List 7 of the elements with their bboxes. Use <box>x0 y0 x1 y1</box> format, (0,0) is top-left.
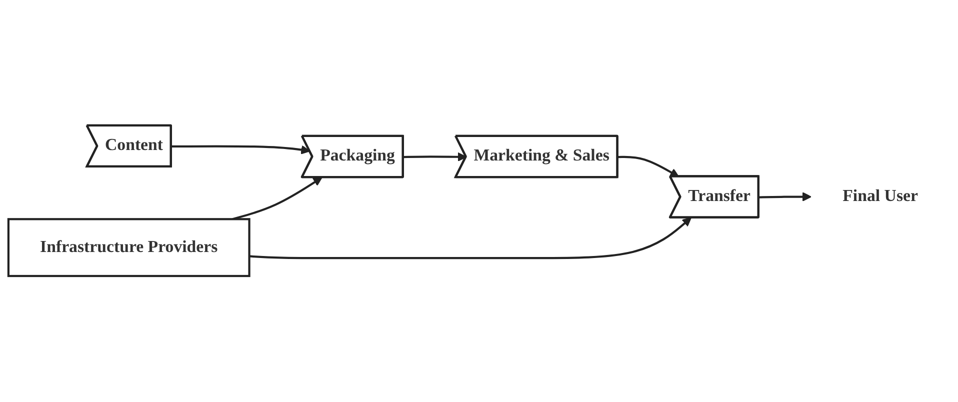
arrow <box>618 156 680 178</box>
arrow <box>232 177 322 220</box>
arrow <box>171 146 310 155</box>
arrow <box>758 192 812 202</box>
node-box: Infrastructure Providers <box>7 218 250 278</box>
node-text: Final User <box>842 188 918 206</box>
arrow <box>249 218 692 260</box>
